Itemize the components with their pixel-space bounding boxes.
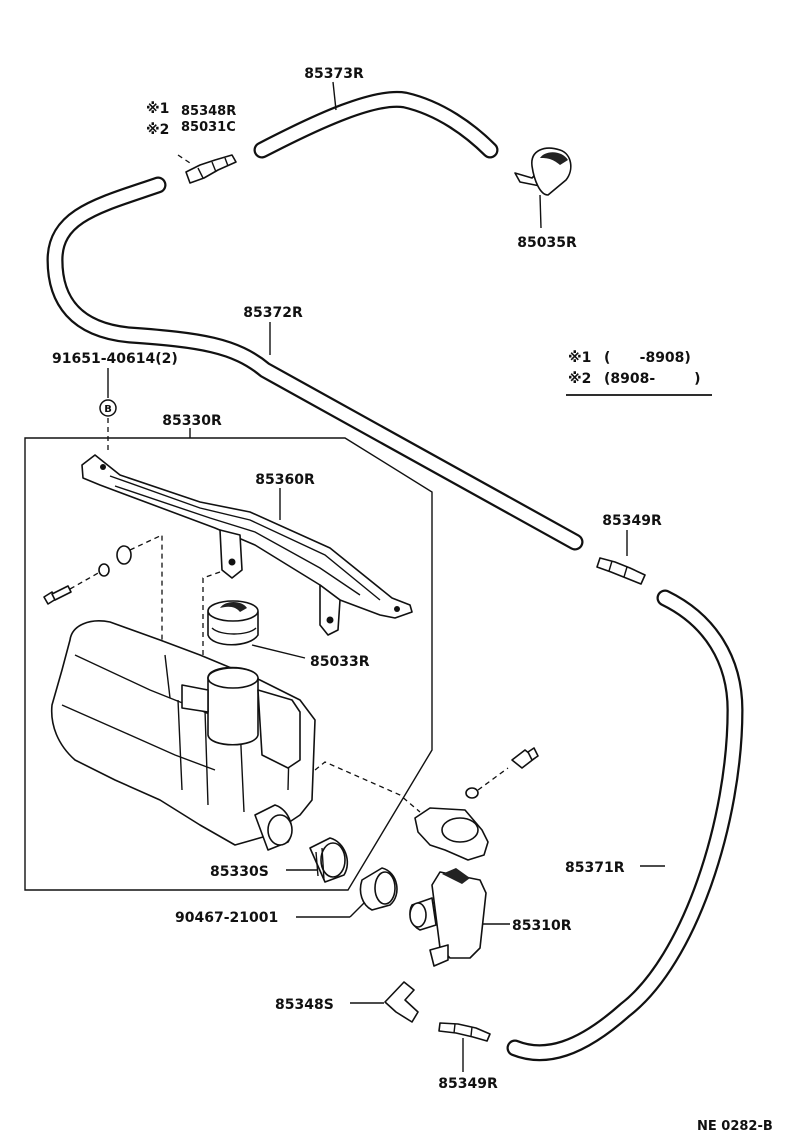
label-91651-40614: 91651-40614(2) [52, 351, 178, 367]
diagram-code: NE 0282-B [697, 1119, 773, 1134]
label-85330R: 85330R [162, 413, 222, 429]
washer-nozzle[interactable] [514, 147, 572, 229]
pump-bracket[interactable] [414, 807, 489, 861]
label-85035R: 85035R [517, 235, 577, 251]
washer-tank[interactable] [50, 620, 316, 851]
connector-85349R-bottom[interactable] [438, 1022, 491, 1042]
connector-85349R-top[interactable] [596, 557, 646, 585]
callout-mark-2: ※2 [146, 122, 169, 138]
label-85348S: 85348S [275, 997, 334, 1013]
dashed-bolt-path [69, 571, 101, 590]
svg-text:B: B [104, 404, 112, 415]
clip-90467[interactable] [359, 867, 398, 911]
legend-mark-1: ※1 [568, 350, 591, 366]
bolt-marker: B [99, 399, 117, 417]
legend-range-2: (8908- ) [604, 371, 701, 387]
grommet-85330S[interactable] [309, 837, 349, 883]
label-85310R: 85310R [512, 918, 572, 934]
bracket-85360R[interactable] [81, 454, 413, 636]
tank-group-box [24, 437, 433, 891]
hose-85371R[interactable] [506, 589, 744, 1062]
callout-part-2: 85031C [181, 120, 236, 135]
hose-85373R[interactable] [253, 90, 499, 159]
alternate-part-callout: ※1 85348R ※2 85031C [146, 101, 236, 164]
washer-pump-85310R[interactable] [409, 868, 487, 967]
label-85349R-top: 85349R [602, 513, 662, 529]
hose-85372R[interactable] [46, 176, 584, 551]
dashed-mount-path-1 [129, 533, 163, 680]
dashed-bolt-path-right [477, 767, 509, 791]
leader-85033R [251, 644, 306, 659]
label-85349R-bottom: 85349R [438, 1076, 498, 1092]
callout-part-1: 85348R [181, 104, 236, 119]
dashed-pump-path [314, 761, 421, 813]
flat-washer-left [116, 545, 132, 565]
date-range-legend: ※1 ( -8908) ※2 (8908- ) [566, 350, 712, 396]
legend-range-1: ( -8908) [604, 350, 691, 366]
label-85372R: 85372R [243, 305, 303, 321]
bolt-left[interactable] [43, 585, 72, 605]
elbow-85348S[interactable] [384, 981, 419, 1023]
label-85371R: 85371R [565, 860, 625, 876]
label-85373R: 85373R [304, 66, 364, 82]
bolt-right[interactable] [511, 747, 539, 769]
label-85033R: 85033R [310, 654, 370, 670]
leader-85373R [332, 81, 337, 111]
lock-washer-left [98, 563, 110, 577]
label-85330S: 85330S [210, 864, 269, 880]
callout-mark-1: ※1 [146, 101, 169, 117]
dashed-mount-path-2 [202, 571, 221, 660]
connector-85348R-85031C[interactable] [185, 154, 237, 184]
tank-cap-85033R[interactable] [207, 600, 259, 646]
legend-mark-2: ※2 [568, 371, 591, 387]
label-85360R: 85360R [255, 472, 315, 488]
lock-washer-right [465, 787, 479, 799]
label-90467-21001: 90467-21001 [175, 910, 278, 926]
